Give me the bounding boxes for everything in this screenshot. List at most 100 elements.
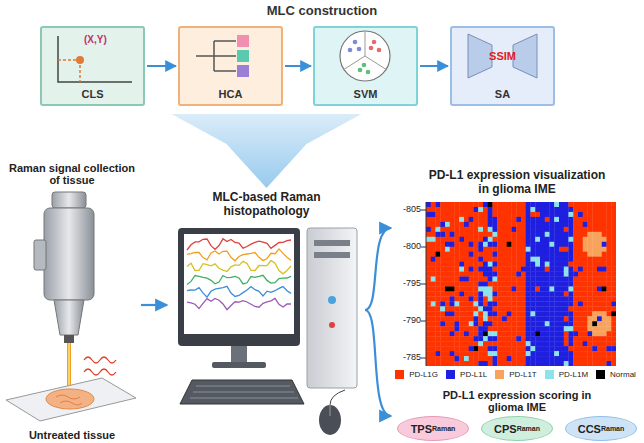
heatmap-cell bbox=[607, 247, 612, 252]
heatmap-cell bbox=[445, 291, 450, 296]
heatmap-cell bbox=[474, 321, 479, 326]
heatmap-cell bbox=[478, 267, 483, 272]
heatmap-cell bbox=[450, 326, 455, 331]
heatmap-cell bbox=[602, 286, 607, 291]
heatmap-cell bbox=[521, 316, 526, 321]
heatmap-cell bbox=[592, 282, 597, 287]
heatmap-cell bbox=[573, 316, 578, 321]
heatmap-cell bbox=[554, 262, 559, 267]
heatmap-cell bbox=[545, 257, 550, 262]
heatmap-cell bbox=[569, 202, 574, 207]
heatmap-cell bbox=[554, 222, 559, 227]
heatmap-cell bbox=[507, 242, 512, 247]
heatmap-cell bbox=[431, 242, 436, 247]
heatmap-cell bbox=[569, 212, 574, 217]
heatmap-cell bbox=[426, 217, 431, 222]
heatmap-cell bbox=[497, 212, 502, 217]
heatmap-cell bbox=[493, 351, 498, 356]
heatmap-cell bbox=[431, 262, 436, 267]
heatmap-cell bbox=[531, 247, 536, 252]
heatmap-cell bbox=[550, 331, 555, 336]
heatmap-cell bbox=[507, 282, 512, 287]
heatmap-cell bbox=[440, 207, 445, 212]
heatmap-cell bbox=[455, 237, 460, 242]
heatmap-cell bbox=[607, 222, 612, 227]
heatmap-cell bbox=[535, 272, 540, 277]
heatmap-cell bbox=[507, 331, 512, 336]
heatmap-cell bbox=[602, 326, 607, 331]
heatmap-cell bbox=[436, 321, 441, 326]
heatmap-cell bbox=[464, 242, 469, 247]
heatmap-cell bbox=[497, 351, 502, 356]
heatmap-cell bbox=[569, 331, 574, 336]
heatmap-cell bbox=[497, 356, 502, 361]
heatmap-cell bbox=[436, 356, 441, 361]
heatmap-cell bbox=[559, 286, 564, 291]
heatmap-cell bbox=[483, 217, 488, 222]
heatmap-cell bbox=[488, 291, 493, 296]
heatmap-cell bbox=[592, 361, 597, 366]
heatmap-cell bbox=[493, 217, 498, 222]
heatmap-cell bbox=[493, 252, 498, 257]
heatmap-cell bbox=[469, 207, 474, 212]
heatmap-cell bbox=[559, 301, 564, 306]
heatmap-cell bbox=[469, 336, 474, 341]
heatmap-cell bbox=[592, 301, 597, 306]
svm-icon bbox=[340, 31, 390, 81]
heatmap-cell bbox=[516, 321, 521, 326]
heatmap-cell bbox=[431, 361, 436, 366]
heatmap-cell bbox=[569, 351, 574, 356]
heatmap-cell bbox=[535, 286, 540, 291]
heatmap-cell bbox=[531, 286, 536, 291]
heatmap-cell bbox=[516, 331, 521, 336]
heatmap-cell bbox=[531, 222, 536, 227]
heatmap-cell bbox=[554, 291, 559, 296]
heatmap-cell bbox=[436, 247, 441, 252]
heatmap-cell bbox=[455, 227, 460, 232]
heatmap-cell bbox=[474, 237, 479, 242]
heatmap-cell bbox=[573, 247, 578, 252]
heatmap-cell bbox=[493, 227, 498, 232]
heatmap-cell bbox=[436, 311, 441, 316]
heatmap-cell bbox=[564, 291, 569, 296]
heatmap-cell bbox=[502, 361, 507, 366]
heatmap-cell bbox=[554, 237, 559, 242]
heatmap-cell bbox=[474, 286, 479, 291]
heatmap-cell bbox=[440, 262, 445, 267]
heatmap-cell bbox=[436, 282, 441, 287]
heatmap-cell bbox=[516, 282, 521, 287]
heatmap-cell bbox=[478, 336, 483, 341]
heatmap-cell bbox=[436, 326, 441, 331]
heatmap-cell bbox=[526, 296, 531, 301]
heatmap-cell bbox=[455, 356, 460, 361]
heatmap-cell bbox=[426, 286, 431, 291]
heatmap-cell bbox=[535, 217, 540, 222]
heatmap-cell bbox=[602, 262, 607, 267]
heatmap-cell bbox=[478, 316, 483, 321]
heatmap-cell bbox=[455, 311, 460, 316]
heatmap-cell bbox=[540, 331, 545, 336]
heatmap-cell bbox=[554, 207, 559, 212]
heatmap-cell bbox=[607, 341, 612, 346]
heatmap-cell bbox=[554, 296, 559, 301]
heatmap-cell bbox=[450, 316, 455, 321]
score-ellipse: CPSRaman bbox=[481, 416, 553, 441]
svm-icon bbox=[353, 40, 358, 45]
heatmap-cell bbox=[483, 242, 488, 247]
heatmap-cell bbox=[569, 217, 574, 222]
heatmap-cell bbox=[531, 262, 536, 267]
heatmap-cell bbox=[512, 296, 517, 301]
heatmap-cell bbox=[583, 296, 588, 301]
heatmap-cell bbox=[602, 291, 607, 296]
heatmap-cell bbox=[497, 341, 502, 346]
heatmap-cell bbox=[502, 212, 507, 217]
heatmap-cell bbox=[507, 311, 512, 316]
heatmap-cell bbox=[445, 346, 450, 351]
heatmap-cell bbox=[578, 316, 583, 321]
heatmap-cell bbox=[526, 207, 531, 212]
heatmap-cell bbox=[521, 301, 526, 306]
heatmap-cell bbox=[597, 202, 602, 207]
heatmap-cell bbox=[611, 237, 616, 242]
heatmap-cell bbox=[545, 207, 550, 212]
heatmap-cell bbox=[507, 212, 512, 217]
